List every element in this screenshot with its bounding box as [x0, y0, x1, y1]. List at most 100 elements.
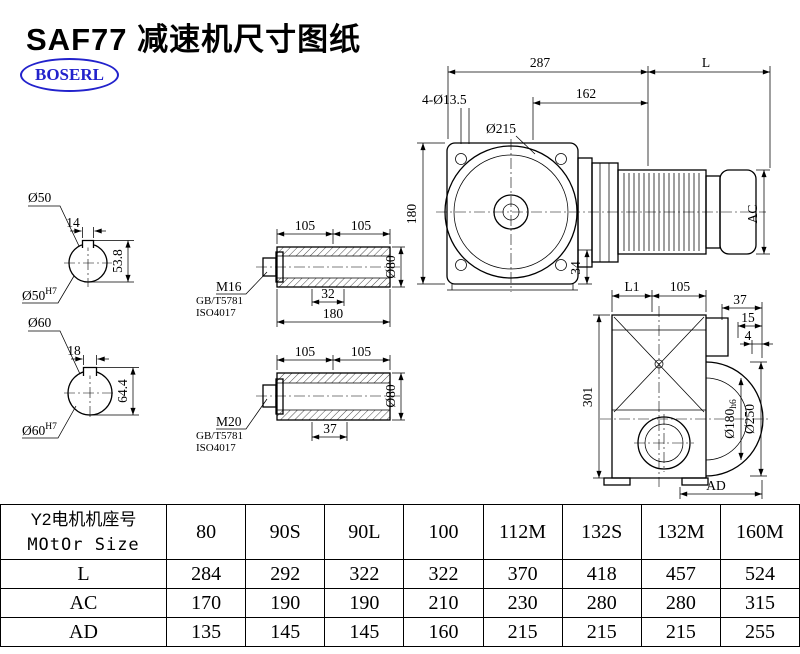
- dim-d250: Ø250: [742, 404, 757, 434]
- shaft50-bore-label: Ø50H7: [22, 287, 57, 303]
- std-gb-bottom: GB/T5781: [196, 430, 243, 442]
- dim-4-side: 4: [745, 328, 752, 343]
- motor-size-header-cn: Y2电机机座号: [30, 510, 137, 529]
- dim-d80-top-lines: [392, 246, 405, 288]
- shaft50-keyway: [81, 239, 95, 248]
- dim-105-side: 105: [670, 279, 691, 294]
- thread-m16: M16: [216, 279, 242, 294]
- table-header-row: Y2电机机座号 MOtOr Size 80 90S 90L 100 112M 1…: [0, 504, 800, 560]
- cell-L-132m: 457: [640, 559, 721, 589]
- dim-105-right-top: 105: [351, 218, 372, 233]
- page-title: SAF77 减速机尺寸图纸: [26, 22, 362, 57]
- dim-L1: L1: [625, 279, 640, 294]
- dim-d80-top: Ø80: [383, 255, 398, 278]
- shaft60-bore-leader: [22, 405, 77, 439]
- dim-flange-215: Ø215: [486, 121, 516, 136]
- std-gb-top: GB/T5781: [196, 295, 243, 307]
- dim-105-left-top: 105: [295, 218, 316, 233]
- dim-301: 301: [580, 387, 595, 407]
- dim-AD: AD: [706, 478, 726, 493]
- dim-32-lines: [311, 289, 345, 306]
- column-header-132m: 132M: [640, 504, 721, 560]
- cell-AC-132s: 280: [561, 588, 642, 618]
- motor-size-header: Y2电机机座号 MOtOr Size: [0, 504, 167, 560]
- spigot-arc: [705, 377, 748, 461]
- cell-AD-80: 135: [165, 617, 247, 647]
- dim-105-105-lines-bottom: [276, 355, 391, 370]
- cell-AC-90s: 190: [245, 588, 326, 618]
- dim-bolt-holes: 4-Ø13.5: [422, 92, 467, 107]
- dim-d250-lines: [750, 361, 767, 477]
- dim-162: 162: [576, 86, 596, 101]
- motor-size-header-en: MOtOr Size: [27, 535, 140, 555]
- row-label-AD: AD: [0, 617, 167, 647]
- cell-AD-90l: 145: [324, 617, 405, 647]
- gearbox-housing: [444, 142, 579, 291]
- dim-32: 32: [321, 286, 335, 301]
- flange-leader: [515, 135, 536, 155]
- cell-AC-80: 170: [165, 588, 247, 618]
- motor: [577, 157, 757, 268]
- row-label-AC: AC: [0, 588, 167, 618]
- dim-34: 34: [568, 261, 583, 275]
- dim-AC: AC: [745, 205, 760, 224]
- row-label-L: L: [0, 559, 167, 589]
- dimension-table: Y2电机机座号 MOtOr Size 80 90S 90L 100 112M 1…: [0, 504, 800, 647]
- cell-AD-112m: 215: [482, 617, 563, 647]
- table-row-AC: AC 170 190 190 210 230 280 280 315: [0, 588, 800, 618]
- technical-drawing: 287 L 162 4-Ø13.5 Ø215 180 34 AC Ø50: [22, 55, 773, 499]
- dim-105-105-lines-top: [276, 229, 391, 244]
- cell-AD-132m: 215: [640, 617, 721, 647]
- column-header-160m: 160M: [719, 504, 800, 560]
- bolt-hole-leaders: [460, 108, 470, 144]
- column-header-100: 100: [403, 504, 484, 560]
- dim-64-4-lines: [91, 367, 139, 416]
- dim-d80-bottom-lines: [392, 372, 405, 421]
- cell-L-112m: 370: [482, 559, 563, 589]
- shaft50-leader: [28, 205, 80, 247]
- cell-AD-100: 160: [403, 617, 484, 647]
- cell-AC-160m: 315: [719, 588, 800, 618]
- cell-L-90s: 292: [245, 559, 326, 589]
- dim-18-lines: [71, 355, 109, 365]
- side-view: L1 105 37 15 4 301 Ø180h6 Ø250 AD: [580, 279, 773, 499]
- front-view-centerlines: [436, 139, 766, 292]
- dim-287-lines: [447, 66, 771, 168]
- table-row-AD: AD 135 145 145 160 215 215 215 255: [0, 617, 800, 647]
- column-header-132s: 132S: [561, 504, 642, 560]
- shaft60-keyway: [82, 366, 98, 376]
- dim-L: L: [702, 55, 710, 70]
- shaft60-leader: [28, 330, 81, 375]
- dim-180-shaft-lines: [276, 289, 391, 327]
- table-row-L: L 284 292 322 322 370 418 457 524: [0, 559, 800, 589]
- m16-leader: [216, 271, 268, 295]
- column-header-90l: 90L: [324, 504, 405, 560]
- cell-AC-100: 210: [403, 588, 484, 618]
- dim-53-8-lines: [89, 240, 134, 283]
- cell-L-80: 284: [165, 559, 247, 589]
- cell-L-100: 322: [403, 559, 484, 589]
- std-iso-bottom: ISO4017: [196, 442, 236, 454]
- cell-L-90l: 322: [324, 559, 405, 589]
- shaft60-bore-label: Ø60H7: [22, 422, 57, 438]
- front-view: 287 L 162 4-Ø13.5 Ø215 180 34 AC: [404, 55, 771, 292]
- dim-l1-105-lines: [611, 290, 707, 312]
- dim-37-depth-lines: [311, 422, 348, 441]
- column-header-112m: 112M: [482, 504, 563, 560]
- dim-ad-lines: [679, 480, 763, 499]
- dim-34-lines: [578, 249, 592, 285]
- column-header-80: 80: [165, 504, 247, 560]
- shaft-section-60: Ø60 18 64.4 Ø60H7: [22, 315, 139, 439]
- hollow-shaft-detail-bottom: 105 105 M20 GB/T5781 ISO4017 37 Ø80: [196, 344, 405, 454]
- cell-AC-112m: 230: [482, 588, 563, 618]
- dim-180-shaft: 180: [323, 306, 344, 321]
- dim-287: 287: [530, 55, 551, 70]
- dim-37-depth: 37: [323, 421, 337, 436]
- shaft60-label: Ø60: [28, 315, 51, 330]
- dim-d180h6: Ø180h6: [722, 399, 739, 439]
- m20-leader: [216, 398, 268, 430]
- cell-AC-90l: 190: [324, 588, 405, 618]
- dim-37-15-4-lines: [721, 302, 773, 358]
- dim-14-lines: [70, 227, 106, 238]
- cell-L-160m: 524: [719, 559, 800, 589]
